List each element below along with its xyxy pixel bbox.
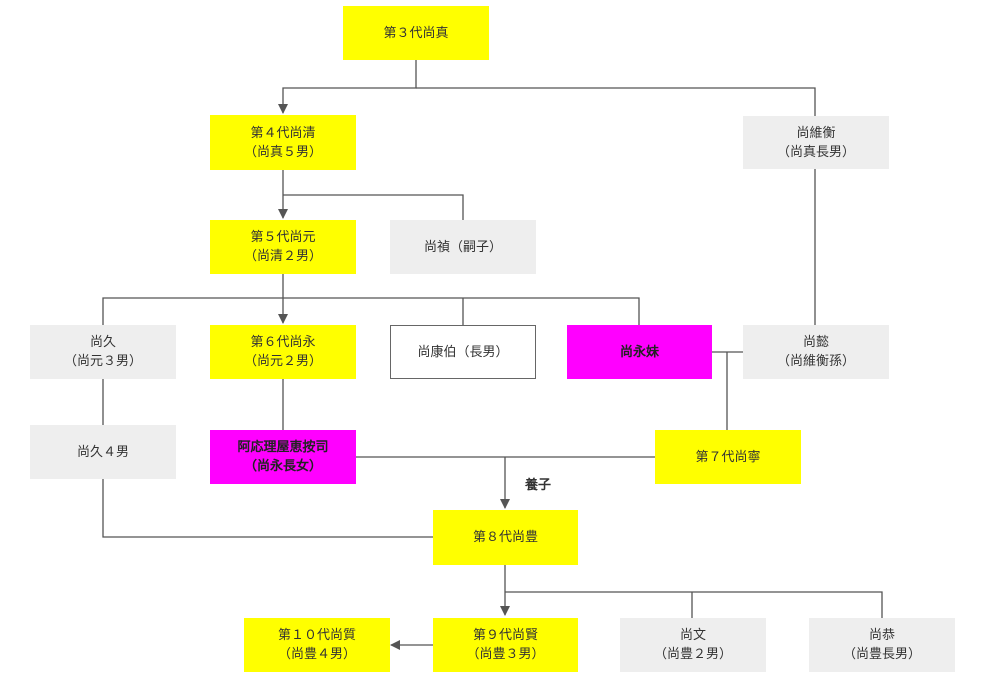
- node-shoei: 第６代尚永 （尚元２男）: [210, 325, 356, 379]
- node-label: 尚久４男: [76, 444, 129, 460]
- node-shokyu: 尚久 （尚元３男）: [30, 325, 176, 379]
- line-8-siblings: [505, 591, 883, 618]
- node-label: 第６代尚永: [250, 335, 316, 350]
- node-shoi: 尚懿 （尚維衡孫）: [743, 325, 889, 379]
- node-sublabel: （尚豊３男）: [466, 647, 545, 662]
- node-sublabel: （尚豊２男）: [653, 647, 732, 662]
- node-sublabel: （尚維衡孫）: [776, 354, 855, 369]
- node-sublabel: （尚真５男）: [243, 144, 322, 160]
- node-shobun: 尚文 （尚豊２男）: [620, 618, 766, 672]
- node-label: 第７代尚寧: [695, 449, 761, 465]
- node-aoriyae-aji: 阿応理屋恵按司 （尚永長女）: [210, 430, 356, 484]
- node-label: 尚禎（嗣子）: [423, 239, 502, 255]
- node-label: 尚維衡: [796, 125, 836, 141]
- node-sublabel: （尚永長女）: [243, 459, 322, 474]
- node-label: 尚懿: [802, 335, 829, 350]
- line-3-to-iei: [416, 87, 816, 116]
- node-sublabel: （尚豊４男）: [277, 647, 356, 662]
- node-label: 第１０代尚質: [277, 628, 356, 643]
- node-shoken: 第９代尚賢 （尚豊３男）: [433, 618, 578, 672]
- node-label: 阿応理屋恵按司: [237, 440, 329, 455]
- node-shogen: 第５代尚元 （尚清２男）: [210, 220, 356, 274]
- node-sublabel: （尚元２男）: [243, 354, 322, 369]
- node-label: 第８代尚豊: [472, 530, 538, 545]
- node-label: 第５代尚元: [250, 230, 316, 245]
- node-sublabel: （尚真長男）: [776, 144, 855, 160]
- node-shokohaku: 尚康伯（長男）: [390, 325, 536, 379]
- node-shosei: 第４代尚清 （尚真５男）: [210, 115, 356, 170]
- node-label: 尚恭: [868, 628, 895, 643]
- node-label: 尚永妹: [619, 344, 659, 360]
- node-shoho: 第８代尚豊: [433, 510, 578, 565]
- line-3-to-4: [278, 60, 417, 114]
- node-shoeimai: 尚永妹: [567, 325, 712, 379]
- node-label: 尚康伯（長男）: [417, 344, 509, 360]
- adoption-label: 養子: [525, 478, 552, 493]
- node-shoshin: 第３代尚真: [343, 6, 489, 60]
- node-shokyu-4th-son: 尚久４男: [30, 425, 176, 479]
- node-shoikou: 尚維衡 （尚真長男）: [743, 116, 889, 169]
- node-shonei: 第７代尚寧: [655, 430, 801, 484]
- node-label: 第３代尚真: [383, 25, 449, 41]
- line-kyu4-to-8: [102, 479, 433, 538]
- node-sublabel: （尚豊長男）: [842, 647, 921, 662]
- node-sublabel: （尚元３男）: [63, 354, 142, 369]
- line-5-siblings: [102, 297, 640, 325]
- node-shokyo: 尚恭 （尚豊長男）: [809, 618, 955, 672]
- node-label: 第４代尚清: [250, 125, 316, 141]
- node-sublabel: （尚清２男）: [243, 249, 322, 264]
- line-4-to-tei: [283, 194, 464, 220]
- node-label: 尚久: [89, 335, 116, 350]
- node-label: 第９代尚賢: [472, 628, 538, 643]
- node-shoshitsu: 第１０代尚質 （尚豊４男）: [244, 618, 390, 672]
- node-label: 尚文: [679, 628, 706, 643]
- node-shotei: 尚禎（嗣子）: [390, 220, 536, 274]
